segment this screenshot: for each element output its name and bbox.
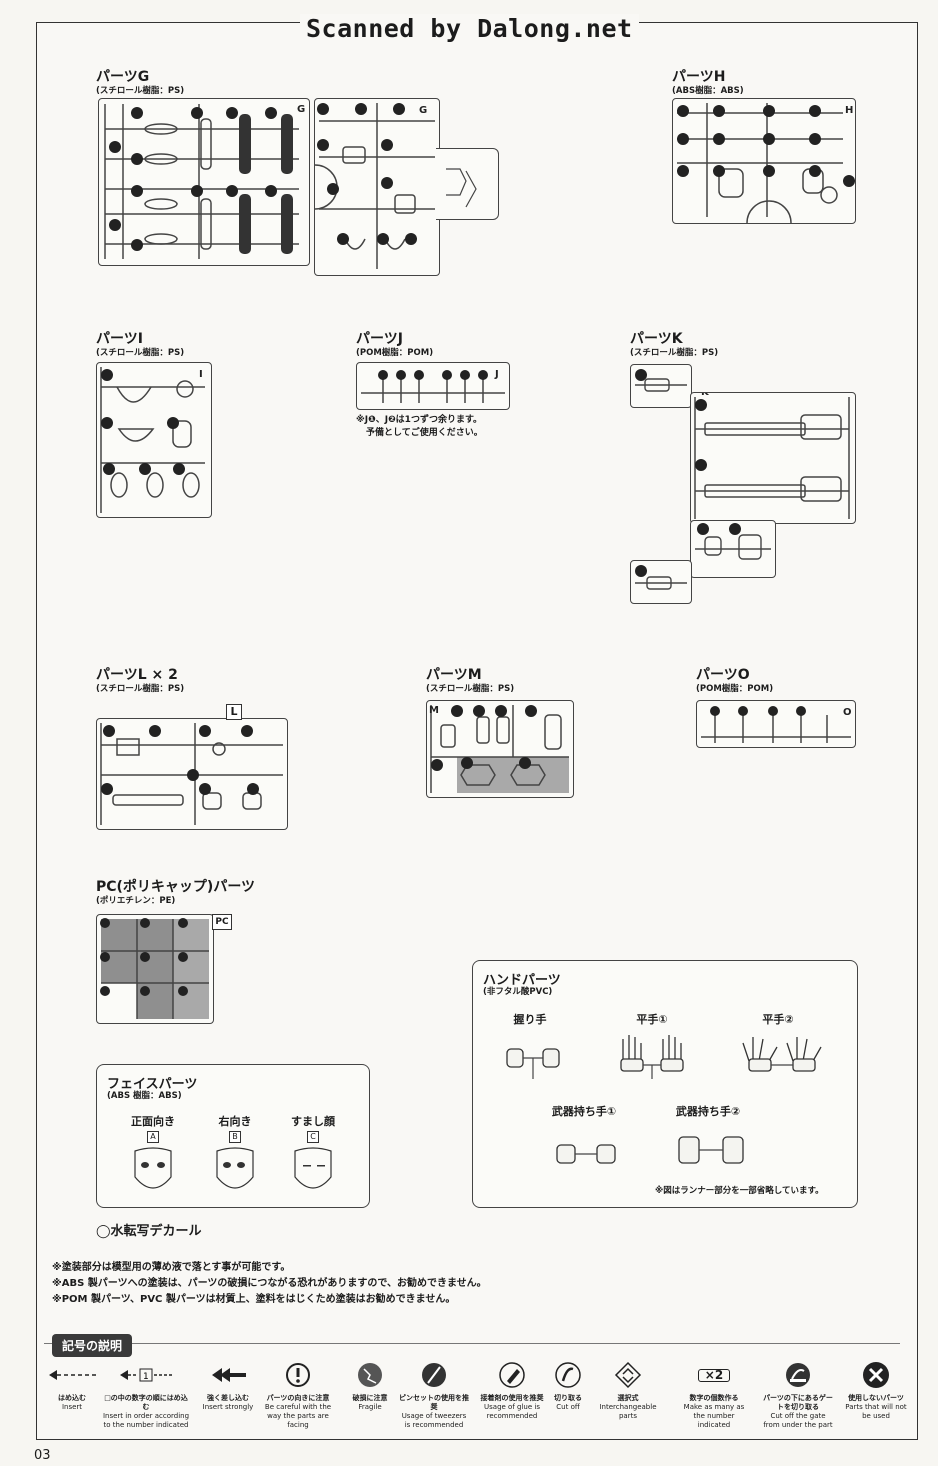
times-two-icon: ×2 <box>697 1368 731 1382</box>
hand-parts-drawings <box>506 1035 822 1164</box>
hand-parts-box: ハンドパーツ (非フタル酸PVC) 握り手 平手① 平手② 武器持ち手① 武器持… <box>472 960 858 1208</box>
decal-label: ◯水転写デカール <box>96 1224 202 1239</box>
runner-h: H <box>672 98 856 224</box>
gate-cut-icon <box>786 1363 810 1387</box>
runner-i-material: (スチロール樹脂：PS) <box>96 348 185 358</box>
svg-text:1: 1 <box>143 1372 149 1382</box>
runner-l-letter: L <box>226 704 242 720</box>
runner-m-letter: M <box>429 705 439 716</box>
fragile-icon <box>358 1363 382 1387</box>
runner-m-material: (スチロール樹脂：PS) <box>426 684 515 694</box>
warning-1: ※塗装部分は模型用の薄め液で落とす事が可能です。 <box>52 1262 291 1273</box>
runner-pc <box>96 914 214 1024</box>
runner-k-title: パーツK <box>630 331 683 347</box>
runner-pc-material: (ポリエチレン：PE) <box>96 896 176 906</box>
runner-o-title: パーツO <box>696 667 750 683</box>
hand-parts-title: ハンドパーツ <box>483 973 561 988</box>
runner-j-material: (POM樹脂：POM) <box>356 348 434 358</box>
runner-l-material: (スチロール樹脂：PS) <box>96 684 185 694</box>
tweezers-icon <box>422 1363 446 1387</box>
warning-2: ※ABS 製パーツへの塗装は、パーツの破損につながる恐れがありますので、お勧めで… <box>52 1278 487 1289</box>
runner-k-letter: K <box>701 393 710 398</box>
hand-item-open-2: 平手② <box>762 1013 794 1026</box>
hand-parts-material: (非フタル酸PVC) <box>483 987 553 997</box>
hand-parts-note: ※図はランナー部分を一部省略しています。 <box>655 1186 824 1196</box>
interchangeable-icon <box>614 1361 642 1389</box>
runner-m: M <box>426 700 574 798</box>
runner-g-title: パーツG <box>96 69 150 85</box>
page-number: 03 <box>34 1448 51 1463</box>
runner-l-title: パーツL × 2 <box>96 667 178 683</box>
caution-icon <box>286 1363 310 1387</box>
face-drawings <box>134 1147 332 1189</box>
runner-m-title: パーツM <box>426 667 482 683</box>
runner-j-note-2: 予備としてご使用ください。 <box>366 428 483 438</box>
runner-k-top <box>630 364 692 408</box>
runner-pc-title: PC(ポリキャップ)パーツ <box>96 879 256 895</box>
runner-j-title: パーツJ <box>356 331 403 347</box>
double-arrow-icon <box>212 1368 246 1382</box>
numbered-arrow-icon: 1 <box>120 1368 172 1382</box>
hand-item-weapon-1: 武器持ち手① <box>551 1105 617 1118</box>
svg-text:G: G <box>419 105 427 116</box>
runner-j-note-1: ※J❶、J❷は1つずつ余ります。 <box>356 415 483 425</box>
runner-j-letter: J <box>494 369 499 380</box>
runner-o: O <box>696 700 856 748</box>
hand-item-grip: 握り手 <box>513 1013 547 1026</box>
dashed-arrow-icon <box>49 1370 97 1380</box>
runner-g-right: G <box>314 98 440 276</box>
face-parts-material: (ABS 樹脂：ABS) <box>107 1091 182 1101</box>
runner-g-tab <box>436 148 499 220</box>
unused-icon <box>863 1362 889 1388</box>
face-parts-box: フェイスパーツ (ABS 樹脂：ABS) 正面向き 右向き すまし顔 A B C <box>96 1064 370 1208</box>
legend-divider <box>44 1343 900 1344</box>
face-calm-tag: C <box>307 1131 319 1143</box>
runner-k-low <box>630 560 692 604</box>
runner-i: I <box>96 362 212 518</box>
face-front-tag: A <box>147 1131 159 1143</box>
runner-g-left: G <box>98 98 310 266</box>
warning-3: ※POM 製パーツ、PVC 製パーツは材質上、塗料をはじくため塗装はお勧めできま… <box>52 1294 456 1305</box>
runner-h-material: (ABS樹脂：ABS) <box>672 86 744 96</box>
face-front-label: 正面向き <box>131 1115 175 1128</box>
hand-item-weapon-2: 武器持ち手② <box>675 1105 741 1118</box>
scanner-credit: Scanned by Dalong.net <box>300 14 639 43</box>
runner-j: J <box>356 362 510 410</box>
face-right-tag: B <box>229 1131 241 1143</box>
runner-h-letter: H <box>845 105 853 116</box>
runner-g-letter: G <box>297 104 305 115</box>
runner-o-material: (POM樹脂：POM) <box>696 684 774 694</box>
runner-k-material: (スチロール樹脂：PS) <box>630 348 719 358</box>
glue-icon <box>499 1362 525 1388</box>
face-calm-label: すまし顔 <box>291 1115 335 1128</box>
runner-g-material: (スチロール樹脂：PS) <box>96 86 185 96</box>
runner-i-letter: I <box>199 369 203 380</box>
runner-k: K <box>690 392 856 524</box>
face-right-label: 右向き <box>218 1115 252 1128</box>
hand-item-open-1: 平手① <box>636 1013 668 1026</box>
runner-i-title: パーツI <box>96 331 143 347</box>
runner-l <box>96 718 288 830</box>
face-parts-title: フェイスパーツ <box>107 1077 198 1092</box>
runner-k-bottom <box>690 520 776 578</box>
runner-o-letter: O <box>843 707 852 718</box>
cut-icon <box>555 1362 581 1388</box>
runner-pc-letter: PC <box>212 914 232 930</box>
runner-h-title: パーツH <box>672 69 726 85</box>
runner-g-left-drawing: G <box>104 104 305 259</box>
legend-title: 記号の説明 <box>52 1334 133 1357</box>
